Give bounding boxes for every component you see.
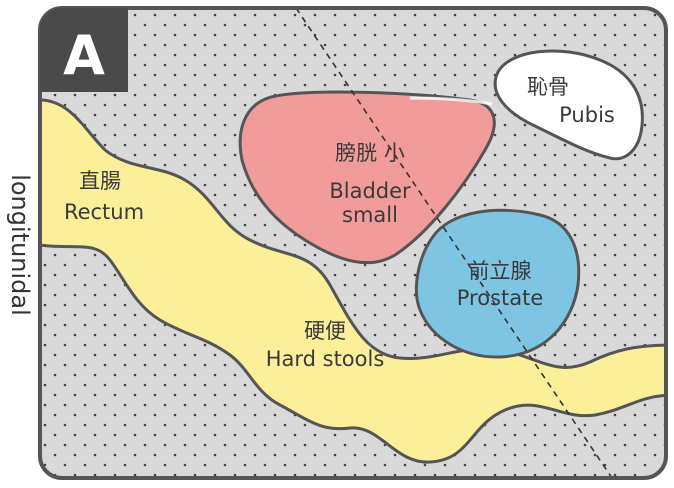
side-axis-label: longitunidal [6, 174, 34, 316]
pubis-label-en: Pubis [559, 103, 615, 127]
bladder-label-en-2: small [342, 203, 398, 227]
bladder-label-en: Bladder [329, 179, 411, 203]
stools-label-jp: 硬便 [304, 319, 346, 343]
rectum-label-jp: 直腸 [79, 169, 121, 193]
bladder-label-jp: 膀胱 小 [335, 141, 405, 165]
bladder-shape [238, 90, 496, 265]
prostate-label-jp: 前立腺 [469, 259, 532, 283]
panel-letter: A [63, 24, 105, 87]
panel-badge: A [40, 8, 128, 92]
prostate-label-en: Prostate [457, 286, 544, 310]
prostate-shape [414, 208, 581, 359]
pubis-label-jp: 恥骨 [527, 75, 569, 99]
rectum-label-en: Rectum [64, 200, 144, 224]
pubis-shape [493, 49, 644, 161]
stools-label-en: Hard stools [266, 347, 385, 371]
rectum-region [40, 98, 666, 464]
